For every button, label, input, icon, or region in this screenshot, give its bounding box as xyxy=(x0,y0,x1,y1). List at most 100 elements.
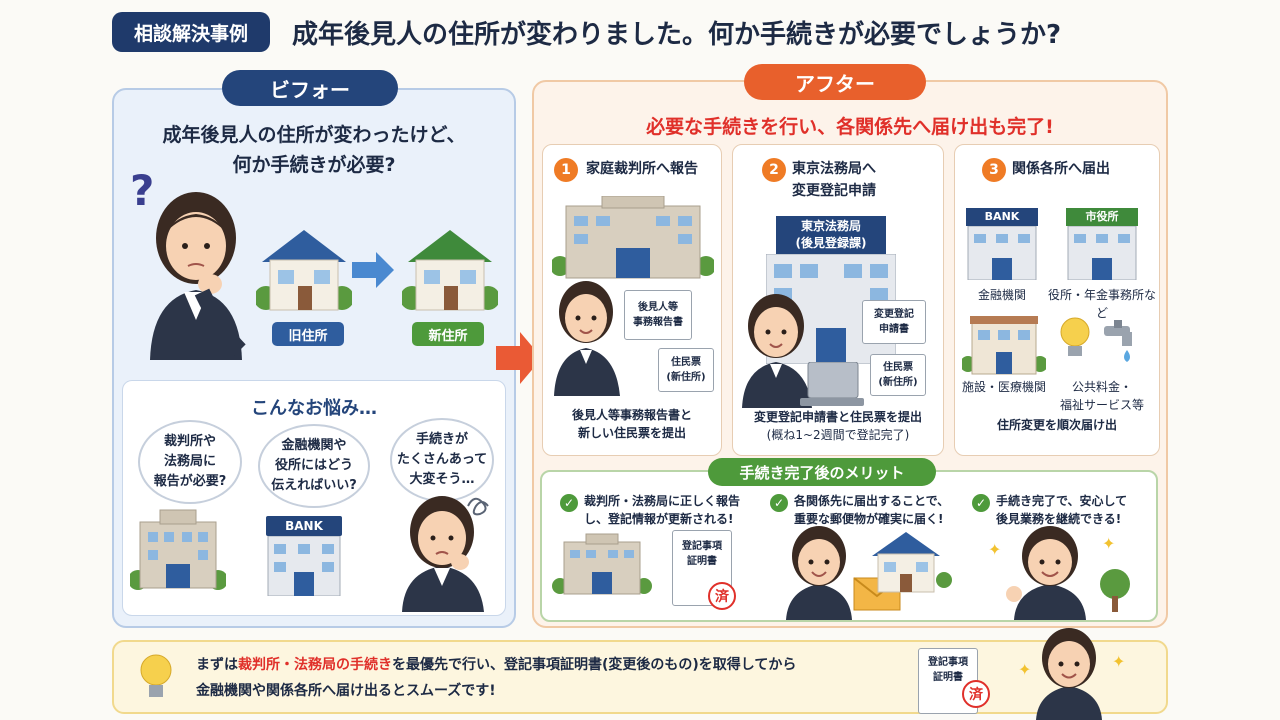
legal-sign-line: 東京法務局 xyxy=(800,219,861,233)
old-house-illustration xyxy=(256,230,352,311)
big-arrow-right-icon xyxy=(496,332,542,384)
question-line-2: 何か手続きが必要? xyxy=(232,154,396,176)
financial-institution-label: 金融機関 xyxy=(977,288,1026,302)
merit-3-line: 後見業務を継続できる! xyxy=(996,512,1122,526)
question-line-1: 成年後見人の住所が変わったけど、 xyxy=(162,124,466,146)
old-address-label: 旧住所 xyxy=(272,322,344,346)
tree-icon xyxy=(1100,569,1130,612)
worry-3-line: たくさんあって xyxy=(396,452,488,467)
report-doc-line: 後見人等 xyxy=(638,302,678,313)
merit-2-line: 重要な郵便物が確実に届く! xyxy=(794,512,944,526)
report-doc-line: 事務報告書 xyxy=(633,317,683,328)
step-2-person-illustration xyxy=(742,294,812,408)
check-icon: ✓ xyxy=(770,494,788,512)
step-2-title-line: 東京法務局へ xyxy=(792,161,876,177)
merit-house-illustration xyxy=(872,532,952,593)
step-2-caption-line: 変更登記申請書と住民票を提出 xyxy=(753,410,922,424)
sparkle-icon: ✦ xyxy=(1112,652,1126,671)
residence-certificate-document: 住民票 (新住所) xyxy=(658,348,714,392)
merit-3-text: 手続き完了で、安心して 後見業務を継続できる! xyxy=(996,492,1156,528)
tip-panel xyxy=(112,640,1168,714)
city-hall-building: 市役所 xyxy=(1066,208,1138,281)
laptop-icon xyxy=(800,362,864,406)
merit-2-line: 各関係先に届出することで、 xyxy=(794,494,950,508)
tip-cert-line: 登記事項 xyxy=(928,657,968,668)
after-tab: アフター xyxy=(744,64,926,100)
before-question: 成年後見人の住所が変わったけど、 何か手続きが必要? xyxy=(130,120,498,180)
stress-scribble-icon xyxy=(467,497,489,516)
worries-title: こんなお悩み… xyxy=(251,398,377,419)
merit-courthouse-illustration xyxy=(552,533,652,595)
step-1-person-illustration xyxy=(554,281,620,396)
tip-person-illustration xyxy=(1036,628,1102,720)
step-2-residence-certificate: 住民票 (新住所) xyxy=(870,354,926,396)
step-2-residence-line: (新住所) xyxy=(878,377,918,388)
new-address-label: 新住所 xyxy=(412,322,484,346)
utility-label-line: 福祉サービス等 xyxy=(1059,398,1144,412)
step-2-caption: 変更登記申請書と住民票を提出 (概ね1~2週間で登記完了) xyxy=(736,408,940,444)
legal-affairs-sign: 東京法務局 (後見登録課) xyxy=(776,216,886,254)
merit-2-text: 各関係先に届出することで、 重要な郵便物が確実に届く! xyxy=(794,492,964,528)
city-hall-sign: 市役所 xyxy=(1066,208,1138,226)
water-faucet-icon xyxy=(1104,320,1132,362)
step-2-residence-line: 住民票 xyxy=(883,362,913,373)
step-1-title: 家庭裁判所へ報告 xyxy=(586,161,698,177)
worry-2-line: 役所にはどう xyxy=(274,458,353,473)
merit-3-line: 手続き完了で、安心して xyxy=(996,494,1128,508)
city-hall-label: 役所・年金事務所など xyxy=(1048,288,1157,320)
tip-highlight: 裁判所・法務局の手続き xyxy=(238,657,392,673)
step-1-caption-line: 新しい住民票を提出 xyxy=(577,426,686,440)
bank-building-left: BANK xyxy=(266,516,342,597)
worry-1-line: 裁判所や xyxy=(163,434,216,449)
worry-2-line: 金融機関や xyxy=(281,438,347,453)
step-2-number: 2 xyxy=(762,158,786,182)
merit-3-person-illustration xyxy=(1006,526,1086,620)
change-registration-form: 変更登記 申請書 xyxy=(862,300,926,344)
registry-cert-line: 証明書 xyxy=(687,556,717,567)
step-1-caption-line: 後見人等事務報告書と xyxy=(571,408,692,422)
page-title: 成年後見人の住所が変わりました。何か手続きが必要でしょうか? xyxy=(292,19,1062,50)
step-3-title: 関係各所へ届出 xyxy=(1012,161,1110,177)
merit-1-line: 裁判所・法務局に正しく報告 xyxy=(584,494,741,508)
tip-prefix: まずは xyxy=(196,657,238,673)
check-icon: ✓ xyxy=(560,494,578,512)
arrow-right-icon xyxy=(352,252,394,288)
case-badge: 相談解決事例 xyxy=(112,12,270,52)
stressed-person-illustration xyxy=(402,496,484,612)
after-headline: 必要な手続きを行い、各関係先へ届け出も完了! xyxy=(646,116,1054,138)
sparkle-icon: ✦ xyxy=(1018,660,1032,679)
merit-tab: 手続き完了後のメリット xyxy=(708,458,936,486)
sparkle-icon: ✦ xyxy=(1102,534,1116,553)
step-2-title-line: 変更登記申請 xyxy=(792,183,876,199)
change-form-line: 変更登記 xyxy=(874,309,914,320)
tip-rest: を最優先で行い、登記事項証明書(変更後のもの)を取得してから xyxy=(392,657,797,673)
merit-2-person-illustration xyxy=(786,526,852,620)
tip-text: まずは裁判所・法務局の手続きを最優先で行い、登記事項証明書(変更後のもの)を取得… xyxy=(196,652,916,704)
new-house-illustration xyxy=(402,230,498,311)
worry-2-line: 伝えればいい? xyxy=(271,478,357,493)
family-court-illustration xyxy=(552,196,714,279)
worry-1-line: 報告が必要? xyxy=(153,474,227,489)
step-2-title: 東京法務局へ 変更登記申請 xyxy=(792,158,932,202)
residence-doc-line: (新住所) xyxy=(666,372,706,383)
worry-1-line: 法務局に xyxy=(163,454,216,469)
hospital-label: 施設・医療機関 xyxy=(961,380,1046,394)
utility-label-line: 公共料金・ xyxy=(1071,380,1132,394)
tip-completed-stamp: 済 xyxy=(962,680,990,708)
worried-person-illustration xyxy=(150,192,246,360)
courthouse-illustration xyxy=(130,509,226,590)
registry-cert-line: 登記事項 xyxy=(682,541,722,552)
report-document: 後見人等 事務報告書 xyxy=(624,290,692,340)
step-1-caption: 後見人等事務報告書と 新しい住民票を提出 xyxy=(546,406,718,442)
check-icon: ✓ xyxy=(972,494,990,512)
step-3-number: 3 xyxy=(982,158,1006,182)
merit-1-line: し、登記情報が更新される! xyxy=(584,512,734,526)
bank-sign-right: BANK xyxy=(966,208,1038,226)
worry-cloud-2: 金融機関や役所にはどう伝えればいい? xyxy=(258,424,370,508)
worry-3-line: 手続きが xyxy=(415,432,468,447)
worry-cloud-3: 手続きがたくさんあって大変そう… xyxy=(390,418,494,502)
completed-stamp: 済 xyxy=(708,582,736,610)
before-tab: ビフォー xyxy=(222,70,398,106)
bank-building-right: BANK xyxy=(966,208,1038,281)
hospital-facility-illustration xyxy=(962,316,1046,375)
